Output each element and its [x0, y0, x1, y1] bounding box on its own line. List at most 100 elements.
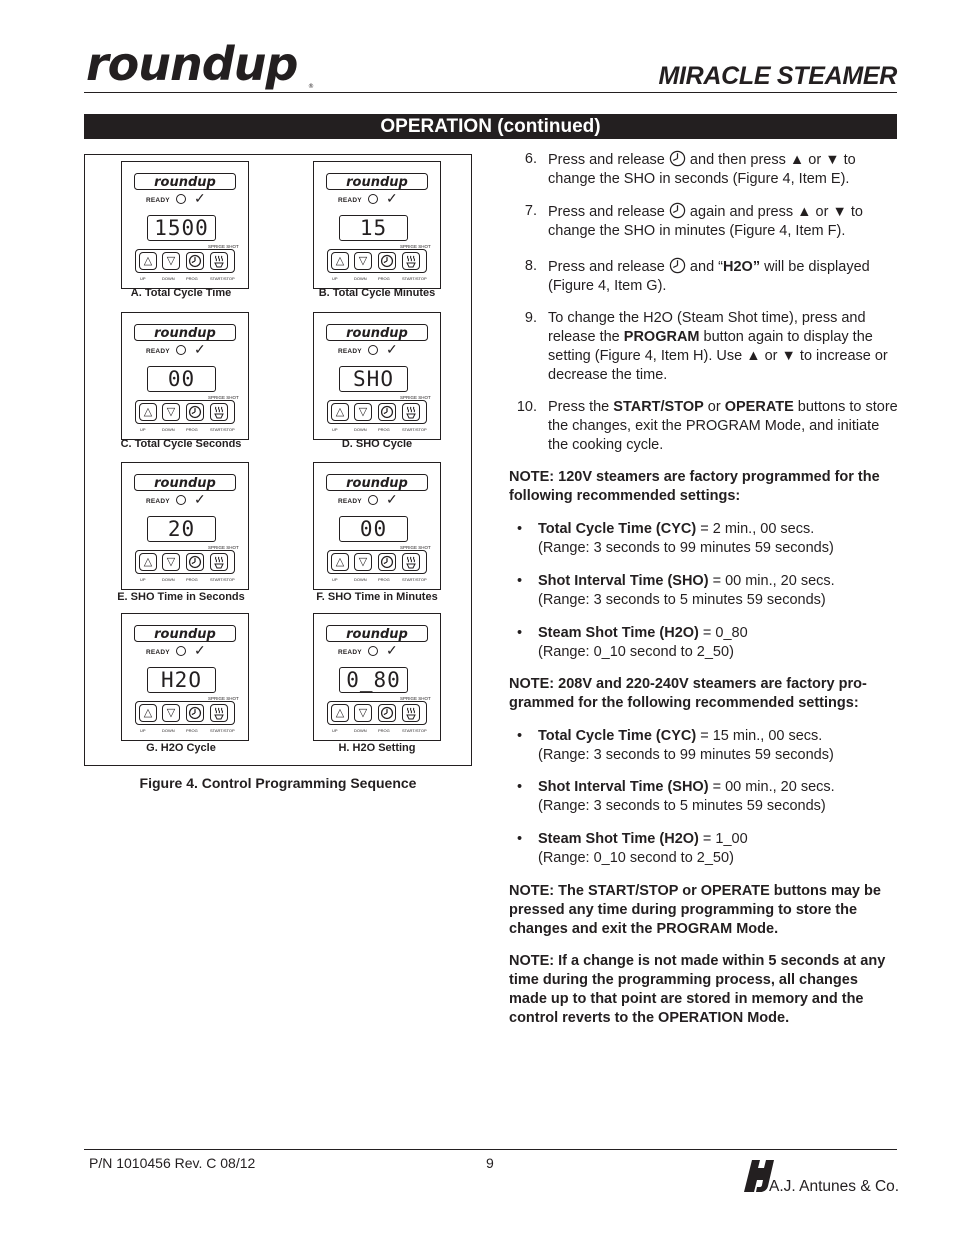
- ready-label: READY: [146, 649, 170, 656]
- checkmark-icon: ✓: [386, 642, 398, 658]
- down-arrow-button[interactable]: ▽: [354, 553, 372, 571]
- display-screen: 00: [339, 516, 408, 542]
- up-arrow-button[interactable]: △: [139, 553, 157, 571]
- steam-shot-button[interactable]: [402, 704, 420, 722]
- up-label: UP: [140, 427, 146, 432]
- program-clock-icon: [669, 257, 686, 274]
- prog-label: PROG: [378, 276, 390, 281]
- ready-indicator-light: [368, 194, 378, 204]
- ready-label: READY: [338, 649, 362, 656]
- steam-shot-button[interactable]: [210, 553, 228, 571]
- panel-roundup-logo: roundup: [134, 324, 236, 341]
- up-arrow-button[interactable]: △: [139, 704, 157, 722]
- down-arrow-button[interactable]: ▽: [354, 704, 372, 722]
- program-clock-button[interactable]: [378, 403, 396, 421]
- ready-label: READY: [338, 197, 362, 204]
- note-timeout: NOTE: If a change is not made within 5 s…: [509, 953, 886, 1026]
- program-clock-button[interactable]: [186, 553, 204, 571]
- down-arrow-button[interactable]: ▽: [162, 403, 180, 421]
- product-title: MIRACLE STEAMER: [658, 62, 897, 90]
- panel-logo-text: roundup: [154, 326, 216, 341]
- ready-indicator-light: [368, 646, 378, 656]
- down-label: DOWN: [354, 276, 367, 281]
- up-arrow-button[interactable]: △: [331, 252, 349, 270]
- up-label: UP: [332, 728, 338, 733]
- steam-shot-label: SPRIGE SHOT: [208, 395, 239, 400]
- steam-shot-button[interactable]: [402, 553, 420, 571]
- steam-shot-label: SPRIGE SHOT: [400, 696, 431, 701]
- program-clock-button[interactable]: [186, 704, 204, 722]
- steam-icon: [214, 556, 224, 569]
- panel-caption: D. SHO Cycle: [341, 438, 413, 450]
- svg-text:®: ®: [308, 83, 314, 90]
- checkmark-icon: ✓: [194, 491, 206, 507]
- figure-caption: Figure 4. Control Programming Sequence: [139, 775, 417, 791]
- steam-icon: [406, 707, 416, 720]
- panel-caption: E. SHO Time in Seconds: [117, 591, 245, 603]
- panel-roundup-logo: roundup: [134, 474, 236, 491]
- down-label: DOWN: [354, 577, 367, 582]
- display-screen: H2O: [147, 667, 216, 693]
- part-number: P/N 1010456 Rev. C 08/12: [89, 1155, 256, 1171]
- up-arrow-button[interactable]: △: [331, 403, 349, 421]
- start-stop-label: START/STOP: [402, 276, 427, 281]
- steam-shot-button[interactable]: [210, 704, 228, 722]
- header-divider: [84, 92, 897, 93]
- panel-caption: B. Total Cycle Minutes: [318, 287, 436, 299]
- down-arrow-button[interactable]: ▽: [354, 403, 372, 421]
- ready-indicator-light: [176, 646, 186, 656]
- clock-icon: [188, 555, 202, 569]
- panel-logo-text: roundup: [154, 175, 216, 190]
- ready-indicator-light: [176, 345, 186, 355]
- panel-caption: C. Total Cycle Seconds: [120, 438, 242, 450]
- panel-roundup-logo: roundup: [134, 625, 236, 642]
- down-arrow-button[interactable]: ▽: [162, 252, 180, 270]
- steam-icon: [406, 556, 416, 569]
- panel-roundup-logo: roundup: [134, 173, 236, 190]
- program-clock-button[interactable]: [378, 553, 396, 571]
- steam-shot-button[interactable]: [402, 403, 420, 421]
- prog-label: PROG: [378, 427, 390, 432]
- display-screen: 0_80: [339, 667, 408, 693]
- down-label: DOWN: [162, 728, 175, 733]
- logo-text: roundup: [86, 38, 297, 90]
- start-stop-label: START/STOP: [210, 728, 235, 733]
- down-label: DOWN: [354, 427, 367, 432]
- start-stop-label: START/STOP: [402, 728, 427, 733]
- ready-indicator-light: [176, 495, 186, 505]
- steam-shot-button[interactable]: [210, 252, 228, 270]
- program-clock-button[interactable]: [186, 403, 204, 421]
- start-stop-label: START/STOP: [210, 577, 235, 582]
- panel-logo-text: roundup: [346, 627, 408, 642]
- program-clock-button[interactable]: [378, 704, 396, 722]
- program-clock-button[interactable]: [186, 252, 204, 270]
- up-arrow-button[interactable]: △: [331, 553, 349, 571]
- panel-roundup-logo: roundup: [326, 173, 428, 190]
- up-arrow-button[interactable]: △: [139, 252, 157, 270]
- up-label: UP: [140, 577, 146, 582]
- up-arrow-button[interactable]: △: [139, 403, 157, 421]
- up-arrow-button[interactable]: △: [331, 704, 349, 722]
- panel-roundup-logo: roundup: [326, 625, 428, 642]
- ready-label: READY: [338, 498, 362, 505]
- display-screen: 15: [339, 215, 408, 241]
- down-arrow-button[interactable]: ▽: [162, 704, 180, 722]
- roundup-logo: roundup ®: [84, 38, 314, 90]
- clock-icon: [380, 706, 394, 720]
- steam-shot-button[interactable]: [402, 252, 420, 270]
- button-row: △▽: [327, 400, 427, 424]
- down-arrow-button[interactable]: ▽: [354, 252, 372, 270]
- start-stop-label: START/STOP: [210, 427, 235, 432]
- clock-icon: [188, 254, 202, 268]
- steam-shot-button[interactable]: [210, 403, 228, 421]
- program-clock-button[interactable]: [378, 252, 396, 270]
- clock-icon: [380, 254, 394, 268]
- checkmark-icon: ✓: [194, 642, 206, 658]
- button-row: △▽: [327, 550, 427, 574]
- ready-label: READY: [338, 348, 362, 355]
- display-screen: SHO: [339, 366, 408, 392]
- up-label: UP: [140, 276, 146, 281]
- display-screen: 00: [147, 366, 216, 392]
- down-arrow-button[interactable]: ▽: [162, 553, 180, 571]
- start-stop-label: START/STOP: [210, 276, 235, 281]
